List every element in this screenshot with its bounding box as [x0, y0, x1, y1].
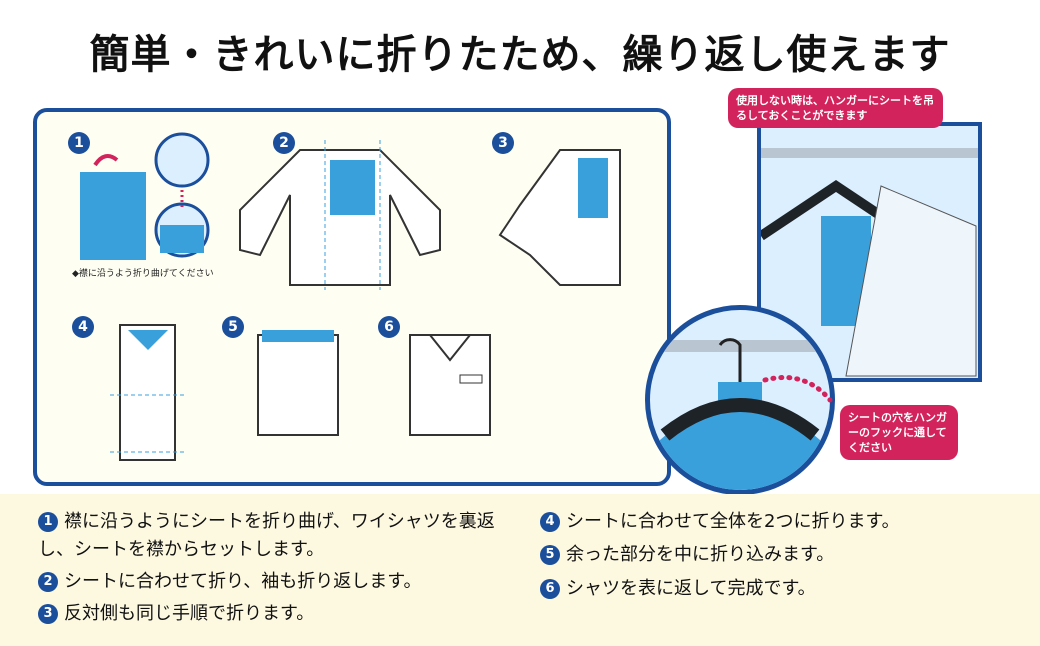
step-badge: 4 [72, 316, 94, 338]
steps-section [0, 494, 1040, 646]
hanging-tip-bubble: 使用しない時は、ハンガーにシートを吊るしておくことができます [728, 88, 943, 128]
page-title: 簡単・きれいに折りたため、繰り返し使えます [89, 32, 951, 78]
step-badge: 1 [68, 132, 90, 154]
step-badge: 6 [378, 316, 400, 338]
fold-note: ◆襟に沿うよう折り曲げてください [72, 269, 214, 279]
step-badge: 3 [492, 132, 514, 154]
hook-detail-circle [645, 305, 835, 495]
step-badge: 5 [222, 316, 244, 338]
sheet-illustration [80, 172, 146, 260]
step-badge: 2 [273, 132, 295, 154]
hook-tip-bubble: シートの穴をハンガーのフックに通してください [840, 405, 958, 460]
